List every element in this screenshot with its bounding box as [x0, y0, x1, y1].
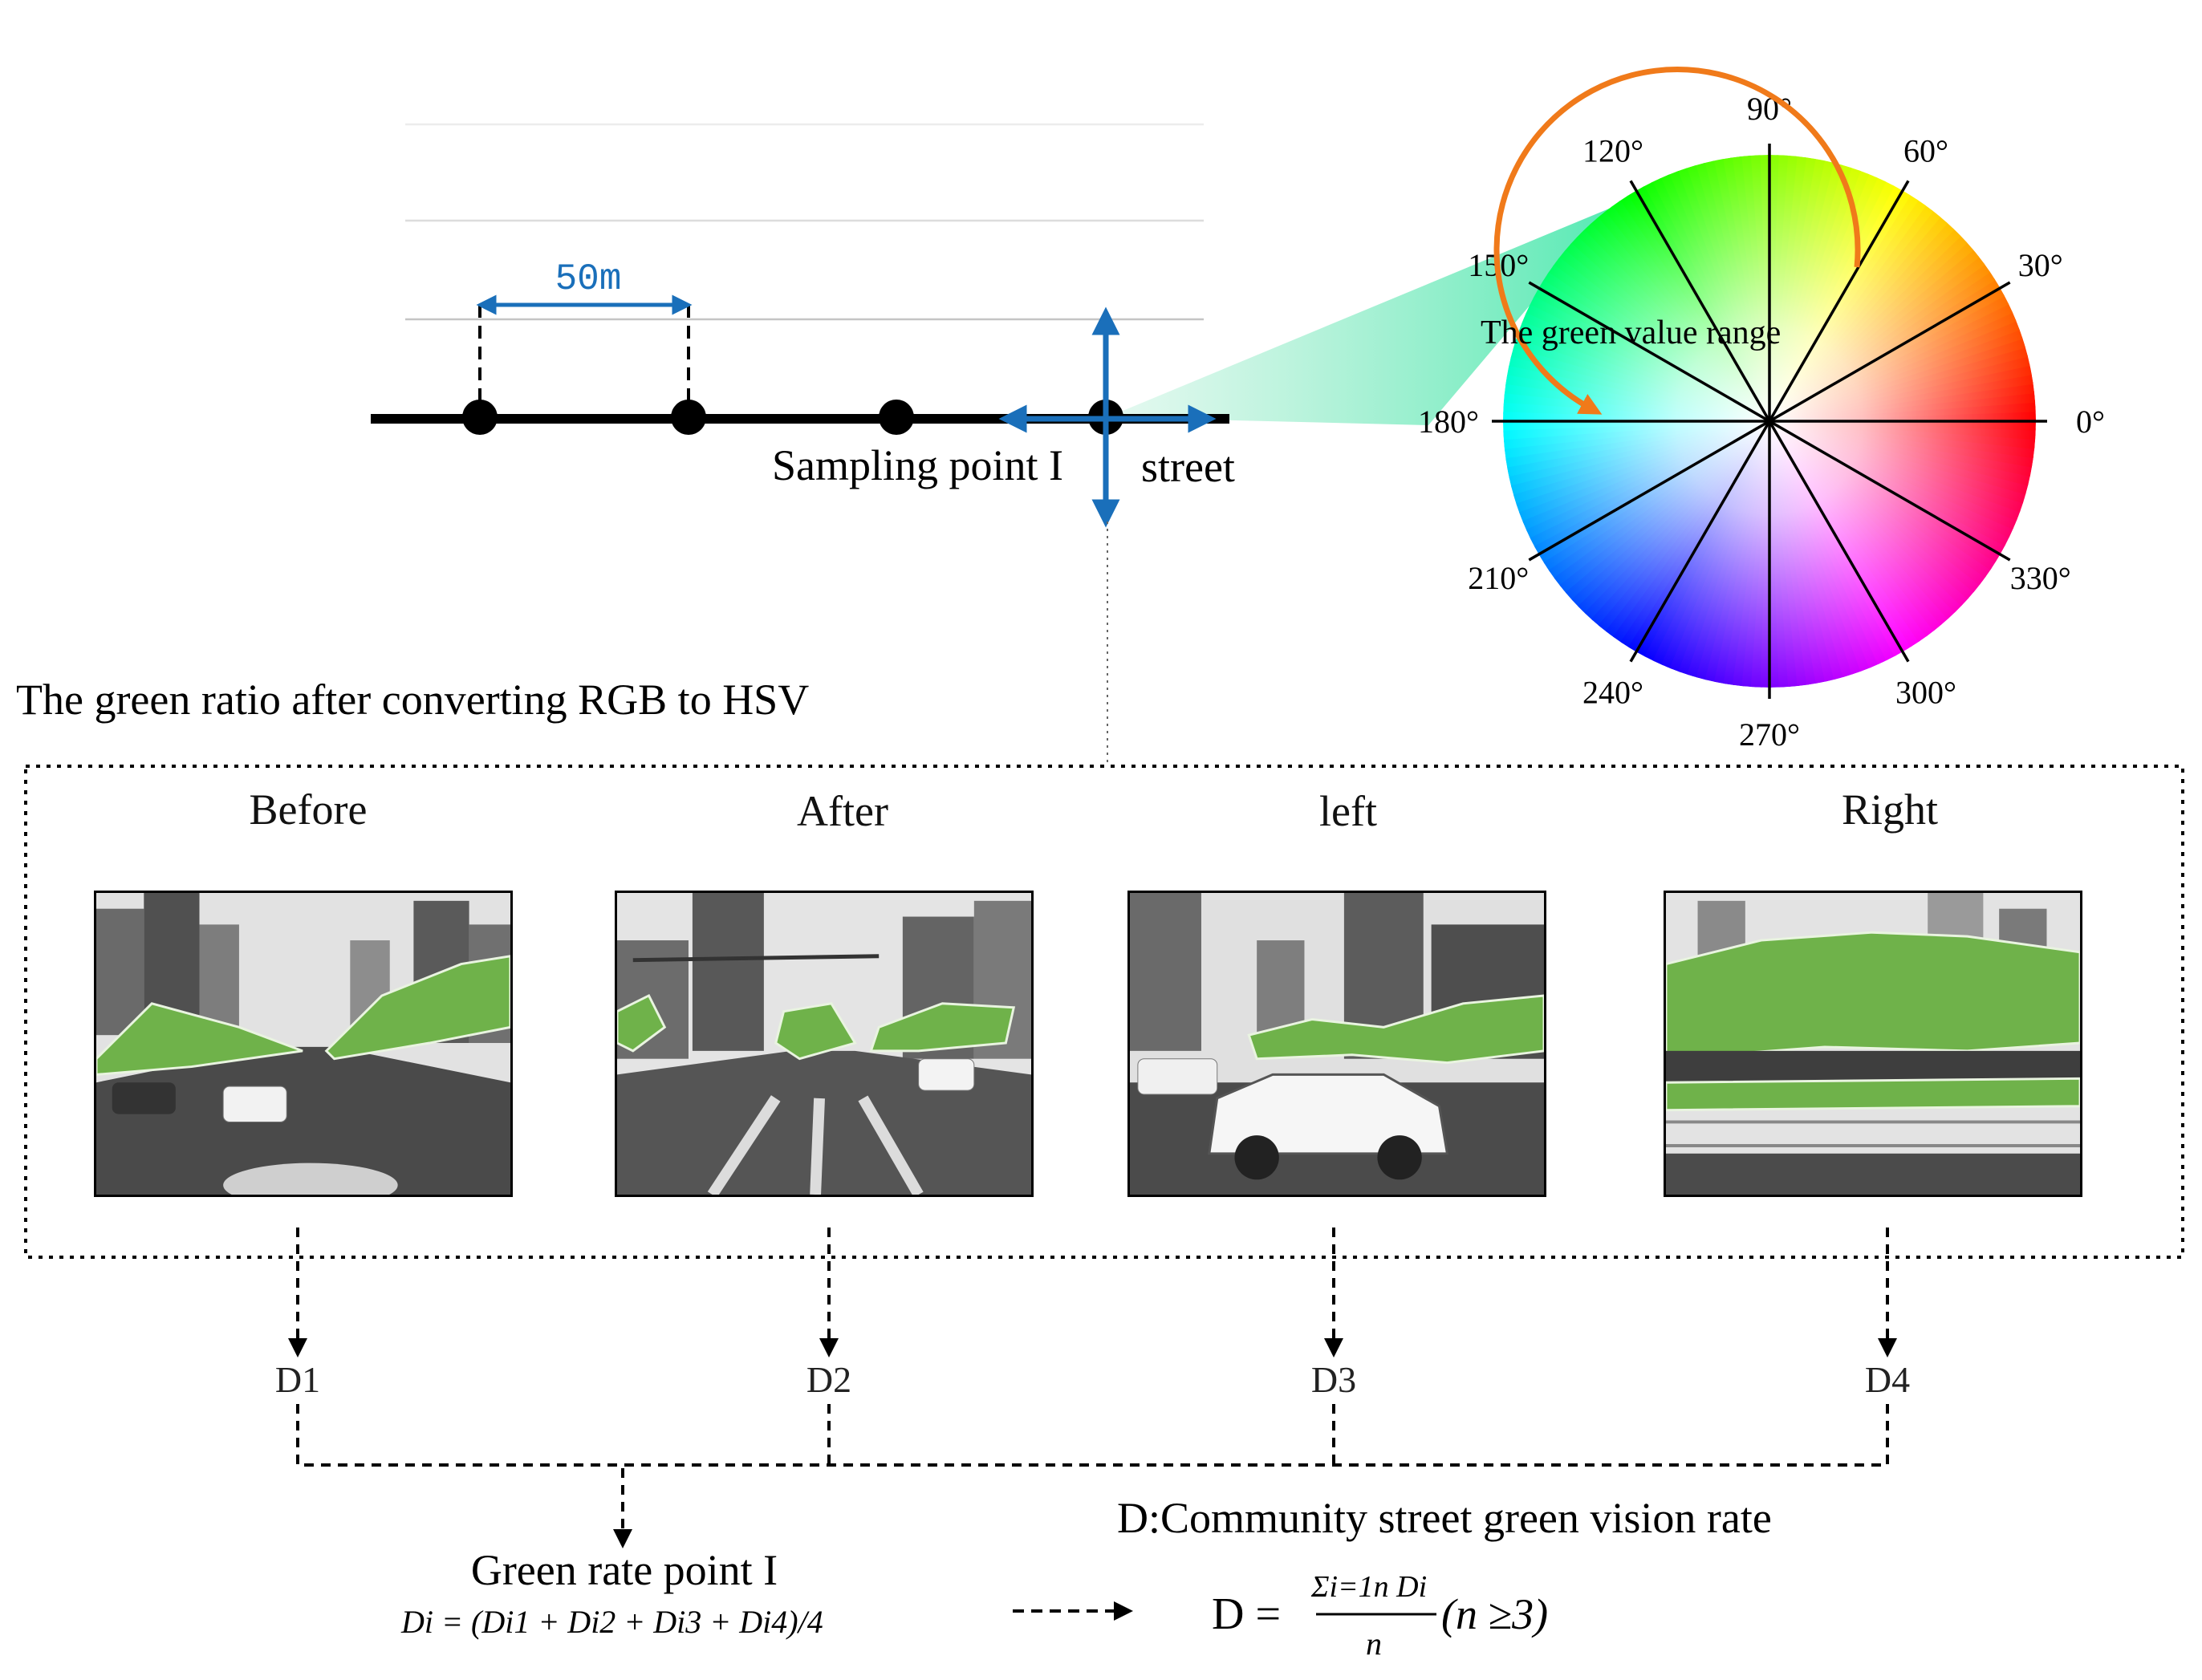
green-range-label: The green value range: [1481, 314, 1781, 351]
wheel-spoke: [1528, 281, 2011, 562]
angle-label: 60°: [1903, 132, 1948, 168]
green-rate-title: Green rate point I: [471, 1546, 778, 1594]
photo-label-right: Right: [1841, 785, 1939, 834]
community-title: D:Community street green vision rate: [1117, 1494, 1772, 1542]
angle-label: 210°: [1468, 560, 1529, 596]
green-rate-formula: Di = (Di1 + Di2 + Di3 + Di4)/4: [400, 1604, 823, 1640]
sampling-point: [671, 400, 706, 435]
view-beam: [1107, 207, 1613, 425]
sampling-point: [879, 400, 914, 435]
angle-label: 270°: [1739, 716, 1800, 753]
sampling-point-label: Sampling point I: [772, 441, 1063, 489]
hsv-wheel-angle-labels: 0°30°60°90°120°150°180°210°240°270°300°3…: [1418, 91, 2105, 753]
community-formula-condition: (n ≥3): [1441, 1590, 1548, 1638]
angle-label: 240°: [1582, 675, 1643, 711]
street-photo-right: [1664, 891, 2082, 1197]
photo-frame: [24, 765, 2184, 1259]
photo-label-before: Before: [249, 785, 368, 834]
hsv-wheel-spokes: [1492, 144, 2047, 699]
angle-label: 180°: [1418, 404, 1479, 440]
community-formula-denominator: n: [1366, 1625, 1382, 1662]
photo-label-left: left: [1319, 787, 1377, 835]
street-label: street: [1141, 443, 1235, 491]
street-photo-left: [1127, 891, 1546, 1197]
photo-to-d-arrows: [288, 1228, 1897, 1357]
green-range-arc: [1493, 67, 1861, 415]
d-bracket: [296, 1404, 1889, 1467]
angle-label: 300°: [1895, 675, 1956, 711]
sampling-grid-rows: [405, 123, 1204, 321]
angle-label: 330°: [2010, 560, 2071, 596]
hsv-color-wheel: [1503, 155, 2036, 688]
community-formula-lhs: D =: [1212, 1589, 1281, 1639]
street-photo-before: [94, 891, 513, 1197]
angle-label: 0°: [2076, 404, 2105, 440]
d1-label: D1: [275, 1359, 320, 1400]
d2-label: D2: [806, 1359, 851, 1400]
angle-label: 30°: [2018, 247, 2063, 283]
community-formula-numerator: Σi=1n Di: [1310, 1570, 1427, 1604]
sampling-grid: [408, 24, 1197, 417]
street-photo-after: [615, 891, 1034, 1197]
d4-label: D4: [1865, 1359, 1910, 1400]
photo-label-after: After: [797, 787, 888, 835]
distance-label: 50m: [555, 258, 622, 300]
d3-label: D3: [1311, 1359, 1356, 1400]
angle-label: 120°: [1582, 132, 1643, 168]
hsv-caption: The green ratio after converting RGB to …: [16, 676, 809, 724]
sampling-point: [462, 400, 498, 435]
